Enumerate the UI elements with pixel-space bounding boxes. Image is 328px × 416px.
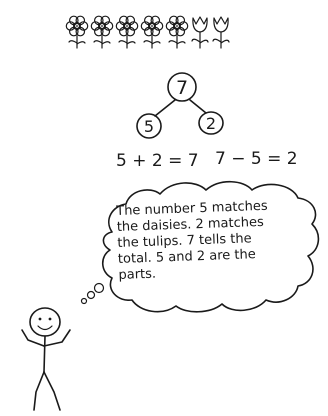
figure-arm-left	[21, 329, 45, 347]
bond-part-circle-left	[136, 113, 162, 139]
figure-leg-left	[33, 371, 45, 411]
bond-line-right	[189, 99, 207, 114]
tulip-icon	[191, 16, 209, 49]
figure-arm-right	[43, 329, 71, 347]
figure-body	[43, 335, 46, 373]
daisy-icon	[115, 15, 139, 49]
figure-leg-right	[43, 371, 61, 411]
thought-dot-medium	[86, 290, 96, 300]
daisy-icon	[90, 15, 114, 49]
tulip-icon	[212, 16, 230, 49]
figure-head	[29, 307, 61, 337]
bond-part-value-right: 2	[206, 114, 216, 133]
addition-equation: 5 + 2 = 7	[116, 151, 199, 171]
subtraction-equation: 7 − 5 = 2	[215, 149, 298, 169]
bond-part-circle-right	[198, 111, 224, 135]
daisy-icon	[65, 15, 89, 49]
thought-bubble-text: The number 5 matches the daisies. 2 matc…	[116, 197, 309, 284]
daisy-icon	[140, 15, 164, 49]
figure-eye-left	[38, 317, 42, 321]
bond-part-value-left: 5	[144, 117, 154, 136]
daisy-icon	[165, 15, 189, 49]
thought-dot-large	[93, 282, 105, 294]
thought-dot-small	[80, 297, 88, 305]
thought-bubble-cloud	[101, 180, 320, 313]
figure-smile	[37, 325, 53, 331]
bond-whole-circle	[167, 72, 197, 102]
bond-whole-value: 7	[176, 77, 188, 99]
flower-row	[65, 15, 230, 49]
bond-line-left	[154, 99, 176, 117]
stick-figure-icon	[21, 307, 71, 411]
figure-eye-right	[48, 317, 52, 321]
number-bond: 7 5 2	[136, 72, 224, 139]
